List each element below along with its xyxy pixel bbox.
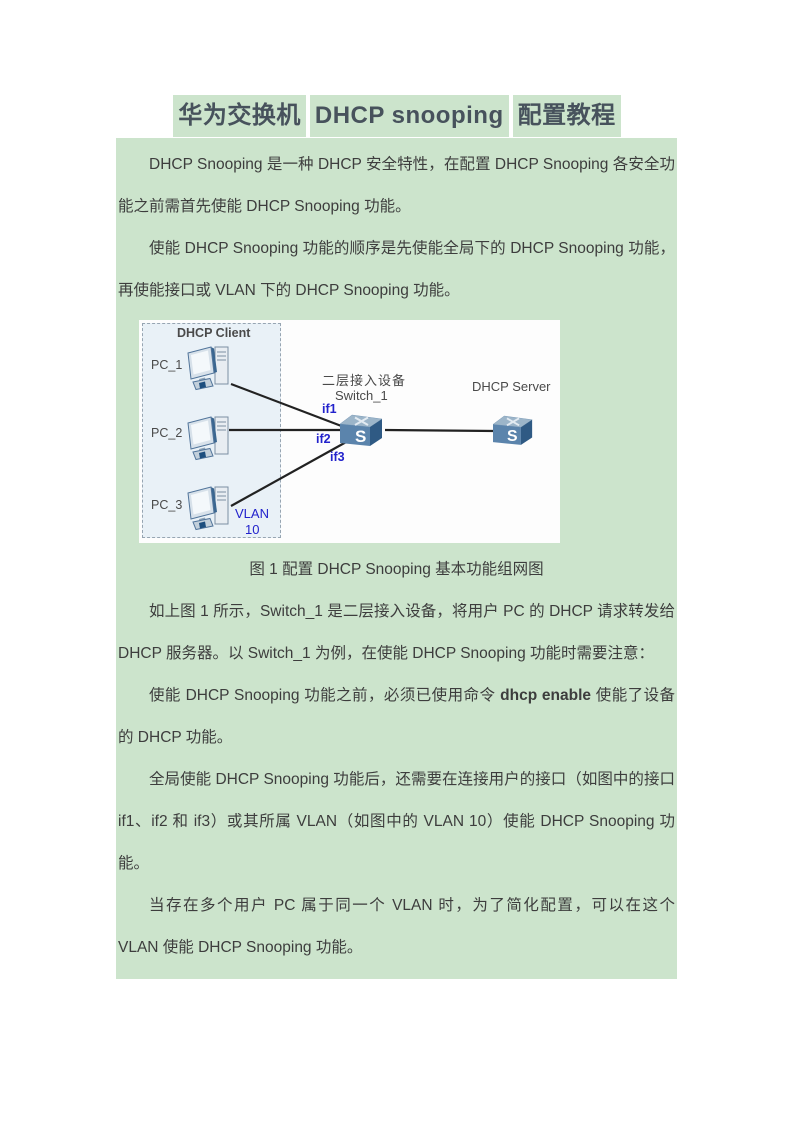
- highlighted-content-block: DHCP Snooping 是一种 DHCP 安全特性，在配置 DHCP Sno…: [116, 138, 677, 979]
- pc-2-label: PC_2: [151, 426, 183, 440]
- title-part-2: DHCP snooping: [309, 95, 509, 137]
- paragraph-5: 全局使能 DHCP Snooping 功能后，还需要在连接用户的接口（如图中的接…: [118, 771, 675, 872]
- switch-letter: S: [355, 427, 366, 446]
- pc-icon: [187, 486, 229, 531]
- switch-role-label: 二层接入设备: [322, 373, 407, 388]
- connection-lines: [229, 382, 496, 507]
- client-group-label: DHCP Client: [177, 326, 251, 340]
- paragraph-1: DHCP Snooping 是一种 DHCP 安全特性，在配置 DHCP Sno…: [118, 156, 675, 215]
- pc-1-label: PC_1: [151, 358, 183, 372]
- if1-label: if1: [322, 402, 337, 416]
- switch-icon: S: [340, 414, 383, 446]
- title-part-1: 华为交换机: [173, 95, 306, 137]
- pc-icon: [187, 416, 229, 461]
- if2-label: if2: [316, 432, 331, 446]
- paragraph-3: 如上图 1 所示，Switch_1 是二层接入设备，将用户 PC 的 DHCP …: [118, 603, 675, 662]
- paragraph-4-text-after: 使能了设备的 DHCP 功能。: [118, 687, 675, 746]
- vlan-id-label: 10: [245, 522, 260, 537]
- if3-label: if3: [330, 450, 345, 464]
- title-part-3: 配置教程: [512, 95, 621, 137]
- switch-name-label: Switch_1: [335, 388, 388, 403]
- pc-icon: [187, 346, 229, 391]
- server-icon: S: [493, 415, 533, 445]
- server-label: DHCP Server: [472, 379, 551, 394]
- paragraph-4: 使能 DHCP Snooping 功能之前，必须已使用命令 dhcp enabl…: [118, 675, 675, 759]
- pc-3-label: PC_3: [151, 498, 183, 512]
- vlan-label: VLAN: [235, 506, 269, 521]
- paragraph-6: 当存在多个用户 PC 属于同一个 VLAN 时，为了简化配置，可以在这个 VLA…: [118, 897, 675, 956]
- network-diagram-figure: DHCP Client PC_1 PC_2: [139, 320, 560, 543]
- dhcp-enable-command: dhcp enable: [500, 687, 592, 704]
- paragraph-2: 使能 DHCP Snooping 功能的顺序是先使能全局下的 DHCP Snoo…: [118, 240, 675, 299]
- paragraph-4-text: 使能 DHCP Snooping 功能之前，必须已使用命令: [149, 687, 501, 704]
- server-letter: S: [507, 428, 518, 445]
- figure-caption: 图 1 配置 DHCP Snooping 基本功能组网图: [249, 561, 544, 578]
